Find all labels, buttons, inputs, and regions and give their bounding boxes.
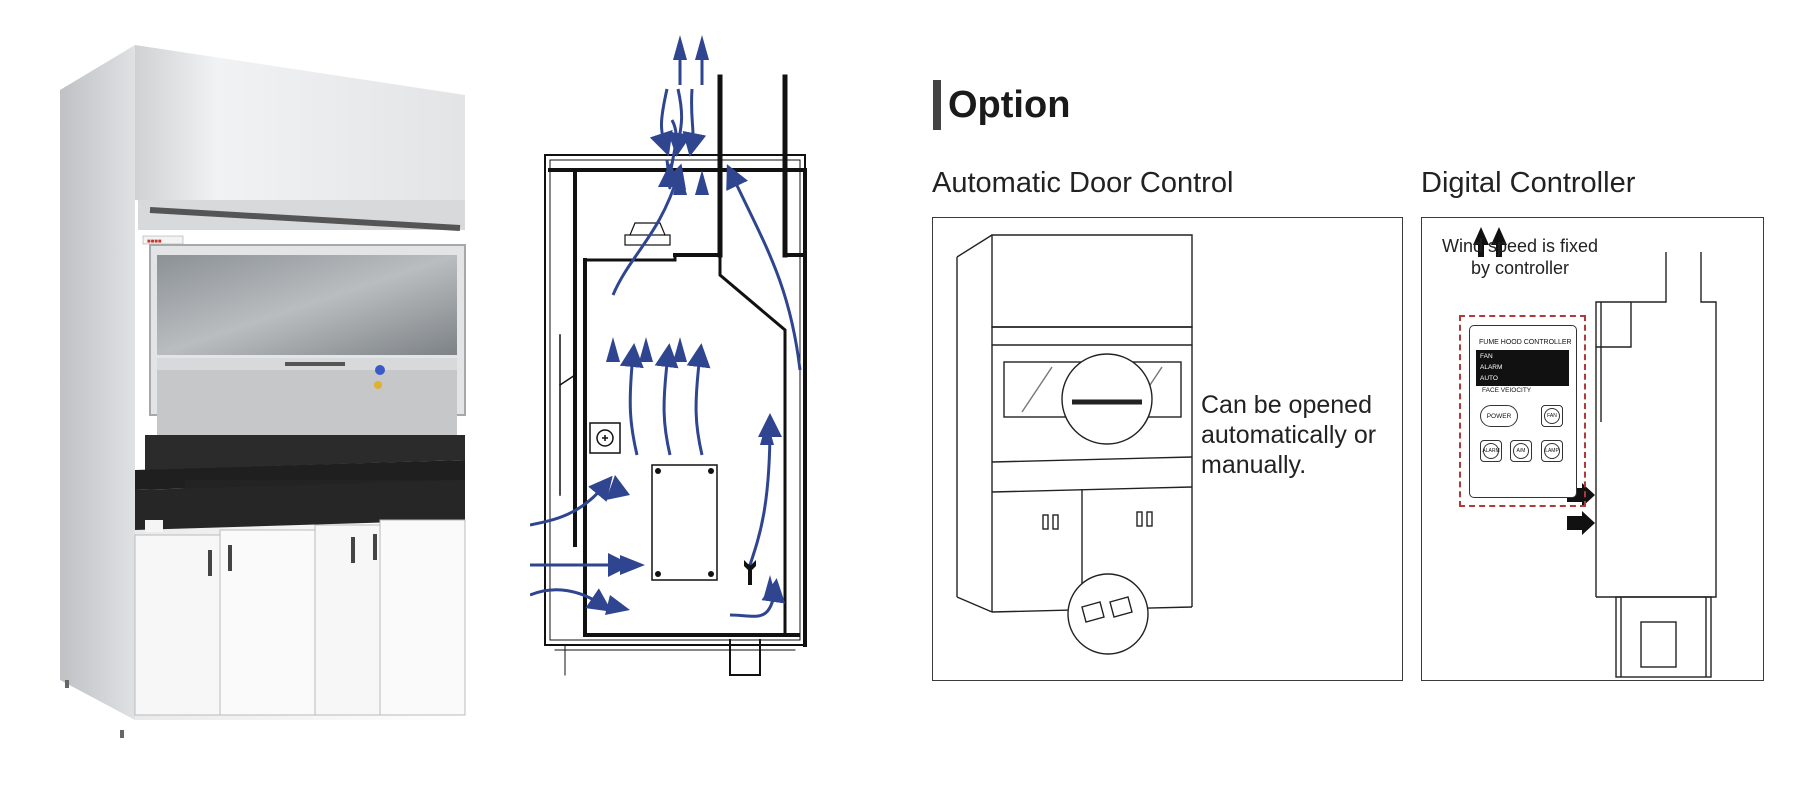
option-title-bar [933,80,941,130]
wind-speed-note: Wind speed is fixed by controller [1441,236,1599,278]
svg-text:■■■■: ■■■■ [147,239,162,245]
door-control-illustration [956,234,1193,655]
face-velocity-label: FACE VEIOCITY [1482,387,1532,394]
airflow-diagram [530,35,807,676]
digital-controller-caption: Digital Controller [1421,167,1636,199]
door-control-note: Can be opened automatically or manually. [1201,391,1377,479]
lamp-button: LAMP [1541,440,1563,462]
controller-screen [1476,350,1569,386]
power-button: POWER [1480,405,1518,427]
screen-line-fan: FAN [1480,353,1493,360]
fume-hood-photo: ■■■■ [60,45,466,738]
door-control-panel [932,217,1403,681]
fan-icon [589,422,621,454]
fan-button: FAN [1541,405,1563,427]
auto-manual-button-label: A/M [1513,443,1529,459]
alarm-button: ALARM [1480,440,1502,462]
hood-canopy [135,45,465,225]
controller-title: FUME HOOD CONTROLLER [1479,339,1572,346]
exhaust-arrow-icon [605,35,777,615]
section-title: Option [948,84,1071,126]
controller-highlight [1459,315,1586,507]
alarm-button-label: ALARM [1482,443,1500,459]
airflow-arrow-icon [530,88,802,618]
lamp-button-label: LAMP [1544,443,1560,459]
hood-side-panel [60,45,135,720]
screen-line-auto: AUTO [1480,375,1498,382]
screen-line-alarm: ALARM [1480,364,1503,371]
door-control-caption: Automatic Door Control [932,167,1234,199]
fan-button-label: FAN [1544,408,1560,424]
auto-manual-button: A/M [1510,440,1532,462]
wrench-icon [744,560,756,585]
